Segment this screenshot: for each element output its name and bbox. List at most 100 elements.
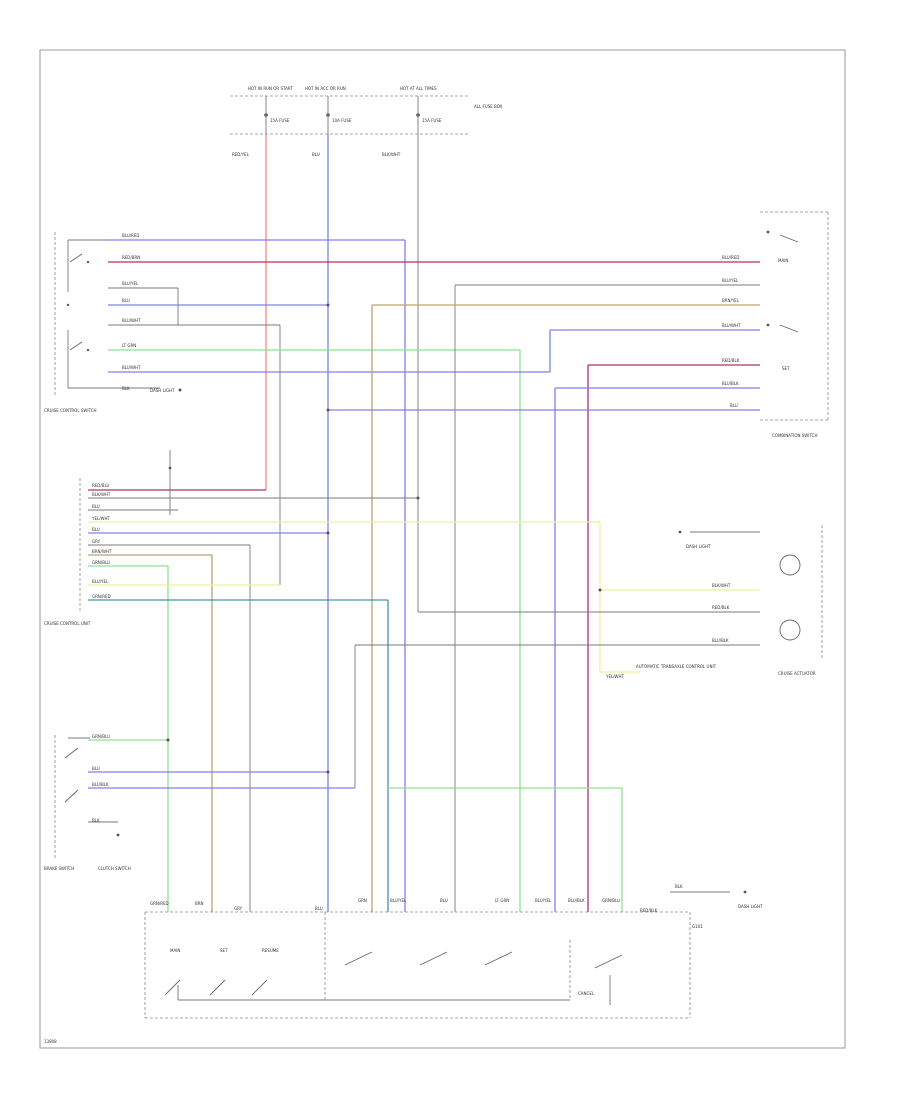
combo-switch-label: COMBINATION SWITCH bbox=[772, 433, 817, 438]
actuator-motor-icon bbox=[779, 554, 801, 576]
w-right1: BLU/RED bbox=[722, 255, 739, 260]
w-row6: LT GRN bbox=[122, 343, 136, 348]
w-fuse2: BLU bbox=[312, 152, 320, 157]
set-switch-icon bbox=[69, 341, 83, 351]
combination-switch: MAIN SET COMBINATION SWITCH bbox=[760, 211, 829, 438]
w-bot2: BRN bbox=[195, 901, 204, 906]
w-bot10: BLU/BLK bbox=[568, 898, 585, 903]
cancel-label: CANCEL bbox=[578, 991, 595, 996]
w-right7: BLU bbox=[730, 403, 738, 408]
cruise-actuator: DASH LIGHT CRUISE ACTUATOR bbox=[678, 525, 823, 676]
fuse-box: HOT IN RUN OR START HOT IN ACC OR RUN HO… bbox=[230, 86, 503, 157]
module-switch5-icon bbox=[419, 951, 448, 966]
w-row5: BLU/WHT bbox=[122, 318, 141, 323]
module-switch2-icon bbox=[209, 979, 226, 996]
w-bot5: GRN bbox=[358, 898, 367, 903]
w-cu5: BLU bbox=[92, 527, 100, 532]
w-row7: BLU/WHT bbox=[122, 365, 141, 370]
fuse1-label: HOT IN RUN OR START bbox=[248, 86, 293, 91]
w-bot3: GRY bbox=[234, 906, 243, 911]
fuse2-label: HOT IN ACC OR RUN bbox=[305, 86, 346, 91]
set-sw-label: SET bbox=[782, 366, 790, 371]
w-brake1: GRN/BLU bbox=[92, 734, 110, 739]
w-act3: BLU/BLK bbox=[712, 638, 729, 643]
main-switch-icon bbox=[69, 253, 83, 263]
w-cu8: GRN/BLU bbox=[92, 560, 110, 565]
w-act1: BLK/WHT bbox=[712, 583, 731, 588]
f1-label: 15A FUSE bbox=[270, 118, 290, 123]
brake-switch-icon bbox=[64, 789, 79, 803]
main-sw-label: MAIN bbox=[778, 258, 788, 263]
unit-ground-icon bbox=[168, 466, 172, 470]
w-bot7: BLU bbox=[440, 898, 448, 903]
page-frame bbox=[39, 49, 846, 1049]
actuator-valve-icon bbox=[779, 619, 801, 641]
w-bot13: BLK bbox=[675, 884, 683, 889]
f3-label: 15A FUSE bbox=[422, 118, 442, 123]
w-bot12: RED/BLK bbox=[640, 908, 658, 913]
combo-switch2-icon bbox=[779, 324, 799, 333]
clutch-switch-icon bbox=[64, 747, 79, 759]
dash-light-right-label: DASH LIGHT bbox=[686, 544, 711, 549]
w-cu2: BLK/WHT bbox=[92, 492, 111, 497]
resume-label: RESUME bbox=[262, 948, 279, 953]
w-row3: BLU/YEL bbox=[122, 281, 139, 286]
footer-ref: 13808 bbox=[44, 1039, 57, 1044]
w-row4: BLU bbox=[122, 298, 130, 303]
f2-label: 10A FUSE bbox=[332, 118, 352, 123]
w-cu10: GRN/RED bbox=[92, 594, 111, 599]
control-unit-label: CRUISE CONTROL UNIT bbox=[44, 621, 91, 626]
w-right6: BLU/BLK bbox=[722, 381, 739, 386]
module-switch7-icon bbox=[594, 954, 623, 969]
w-right3: BRN/YEL bbox=[722, 298, 740, 303]
w-act2: RED/BLK bbox=[712, 605, 730, 610]
brake-switch: BRAKE SWITCH CLUTCH SWITCH bbox=[44, 735, 131, 871]
w-brake2: BLU bbox=[92, 766, 100, 771]
fuse3-label: HOT AT ALL TIMES bbox=[400, 86, 437, 91]
dash-light-label: DASH LIGHT bbox=[150, 388, 175, 393]
w-blk-brake: BLK bbox=[92, 818, 100, 823]
set-label: SET bbox=[220, 948, 228, 953]
w-fuse1: RED/YEL bbox=[232, 152, 250, 157]
w-cu6: GRY bbox=[92, 539, 101, 544]
clutch-switch-label: CLUTCH SWITCH bbox=[98, 866, 131, 871]
module-switch4-icon bbox=[344, 951, 373, 966]
w-right2: BLU/YEL bbox=[722, 278, 739, 283]
w-brake3: BLU/BLK bbox=[92, 782, 109, 787]
module-ground-icon bbox=[743, 890, 747, 894]
w-bot8: LT GRN bbox=[495, 898, 509, 903]
w-right4: BLU/WHT bbox=[722, 323, 741, 328]
actuator-label: CRUISE ACTUATOR bbox=[778, 671, 816, 676]
w-bot1: GRN/RED bbox=[150, 901, 169, 906]
w-cu1: RED/BLU bbox=[92, 483, 110, 488]
w-fuse3: BLK/WHT bbox=[382, 152, 401, 157]
cruise-switch-label: CRUISE CONTROL SWITCH bbox=[44, 408, 97, 413]
w-bot11: GRN/BLU bbox=[602, 898, 620, 903]
module-switch3-icon bbox=[251, 979, 268, 996]
cruise-module: MAIN SET RESUME CANCEL DASH LIGHT G101 bbox=[144, 890, 763, 1019]
w-blk-switch: BLK bbox=[122, 386, 130, 391]
cruise-control-unit: CRUISE CONTROL UNIT bbox=[44, 450, 172, 626]
ground-ref-label: G101 bbox=[692, 924, 703, 929]
module-switch1-icon bbox=[164, 979, 181, 996]
trans-control-label: AUTOMATIC TRANSAXLE CONTROL UNIT bbox=[636, 664, 717, 669]
w-bot4: BLU bbox=[315, 906, 323, 911]
w-cu7: BRN/WHT bbox=[92, 549, 112, 554]
w-bot9: BLU/YEL bbox=[535, 898, 552, 903]
fusebox-label: ALL FUSE BOX bbox=[474, 104, 503, 109]
w-cu3: BLU bbox=[92, 504, 100, 509]
cruise-control-switch: CRUISE CONTROL SWITCH bbox=[44, 232, 108, 413]
w-right5: RED/BLK bbox=[722, 358, 740, 363]
brake-switch-label: BRAKE SWITCH bbox=[44, 866, 74, 871]
w-row1: BLU/RED bbox=[122, 233, 139, 238]
ground-icon bbox=[178, 388, 182, 392]
w-yel: YEL/WHT bbox=[605, 674, 625, 679]
main-label: MAIN bbox=[170, 948, 180, 953]
w-cu4: YEL/WHT bbox=[91, 516, 111, 521]
combo-switch1-icon bbox=[779, 234, 799, 243]
w-cu9: BLU/YEL bbox=[92, 579, 109, 584]
module-dash-light-label: DASH LIGHT bbox=[738, 904, 763, 909]
module-switch6-icon bbox=[484, 951, 513, 966]
